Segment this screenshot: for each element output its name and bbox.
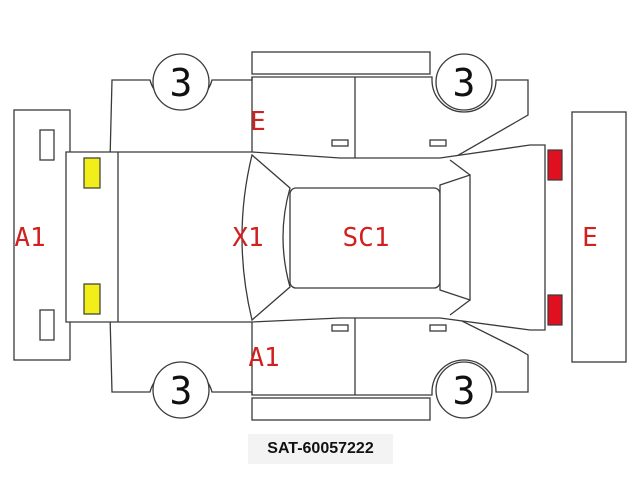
- hood-label: X1: [232, 223, 263, 253]
- headlight-upper: [83, 157, 101, 189]
- wheel-rear-right-circle: [435, 361, 493, 419]
- wheel-label: 3: [453, 61, 476, 105]
- wheel-front-left-circle: [152, 53, 210, 111]
- taillight-lower: [547, 294, 563, 326]
- wheel-rear-left-circle: [435, 53, 493, 111]
- rear-bumper-part: [571, 111, 627, 363]
- wheel-front-right-circle: [152, 361, 210, 419]
- wheel-label: 3: [453, 369, 476, 413]
- wheel-label: 3: [170, 369, 193, 413]
- front-bumper-label: A1: [14, 223, 45, 253]
- lower-side-label: A1: [248, 343, 279, 373]
- front-bumper-part: [13, 109, 71, 361]
- rear-window: [439, 174, 471, 301]
- taillights: [547, 149, 563, 326]
- taillight-upper: [547, 149, 563, 181]
- lower-running-board: [251, 397, 431, 421]
- hood-area: [241, 153, 291, 322]
- roof-label: SC1: [343, 223, 390, 253]
- rear-bumper-label: E: [582, 223, 598, 253]
- vehicle-code: SAT-60057222: [248, 434, 393, 464]
- upper-side-label: E: [250, 107, 266, 137]
- headlights: [83, 157, 101, 315]
- wheel-label: 3: [170, 61, 193, 105]
- headlight-lower: [83, 283, 101, 315]
- upper-running-board: [251, 51, 431, 75]
